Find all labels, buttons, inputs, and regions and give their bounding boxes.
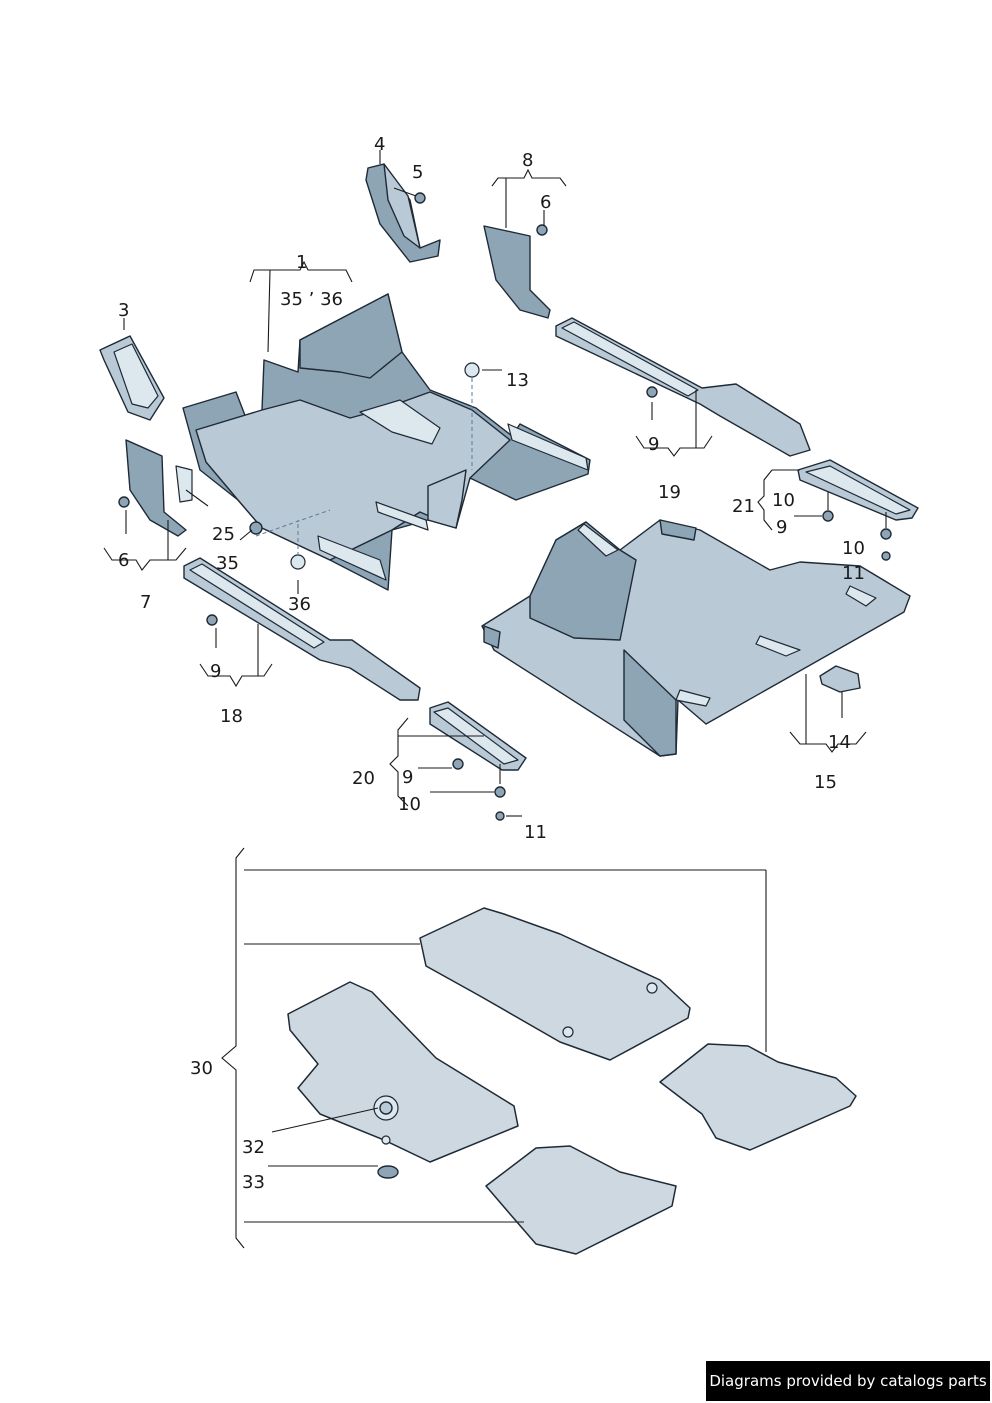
callout-3: 3 (118, 300, 129, 321)
callout-18: 18 (220, 706, 243, 727)
callout-21: 21 (732, 496, 755, 517)
callout-32: 32 (242, 1137, 265, 1158)
sill-strip-left (183, 557, 421, 701)
callout-10-upper: 10 (772, 490, 795, 511)
mat-clip-33 (377, 1165, 399, 1179)
callout-9-left: 9 (210, 661, 221, 682)
front-floor-carpet (182, 293, 591, 591)
callout-13: 13 (506, 370, 529, 391)
rear-floor-carpet (481, 519, 911, 757)
side-trim (125, 439, 193, 537)
callout-11-right: 11 (842, 563, 865, 584)
callout-10-right: 10 (842, 538, 865, 559)
callout-15: 15 (814, 772, 837, 793)
callout-35-36: 35 ’ 36 (280, 289, 343, 310)
callout-25: 25 (212, 524, 235, 545)
floor-mat-front-left (287, 981, 519, 1163)
callout-1: 1 (296, 252, 307, 273)
footer-credit: Diagrams provided by catalogs parts (706, 1361, 990, 1401)
callout-20: 20 (352, 768, 375, 789)
callout-9-right: 9 (776, 517, 787, 538)
callout-9-lower: 9 (402, 767, 413, 788)
callout-19: 19 (658, 482, 681, 503)
callout-5: 5 (412, 162, 423, 183)
sill-strip-right (555, 317, 811, 457)
callout-11-lower: 11 (524, 822, 547, 843)
callout-35: 35 (216, 553, 239, 574)
guide-lines (255, 378, 473, 556)
callout-6-upper: 6 (540, 192, 551, 213)
callout-30: 30 (190, 1058, 213, 1079)
callout-4: 4 (374, 134, 385, 155)
callout-10-lower: 10 (398, 794, 421, 815)
callout-36: 36 (288, 594, 311, 615)
callout-9-upper-right: 9 (648, 434, 659, 455)
floor-mat-rear-left (485, 1145, 677, 1255)
floor-mat-front-right (419, 907, 691, 1061)
callout-7: 7 (140, 592, 151, 613)
callout-14: 14 (828, 732, 851, 753)
leader-lines (103, 150, 887, 1249)
floor-mat-rear-right (659, 1043, 857, 1151)
scuff-plate-front-right (797, 459, 919, 521)
pad-14 (819, 665, 861, 693)
fasteners (118, 192, 892, 821)
callout-33: 33 (242, 1172, 265, 1193)
pedal-cover (99, 335, 165, 421)
callout-6-lower: 6 (118, 550, 129, 571)
b-pillar-trim (483, 225, 551, 319)
callout-labels: 1 35 ’ 36 3 4 5 8 6 13 9 19 21 10 9 10 1… (118, 134, 865, 1193)
pillar-trim (365, 163, 441, 263)
callout-8: 8 (522, 150, 533, 171)
